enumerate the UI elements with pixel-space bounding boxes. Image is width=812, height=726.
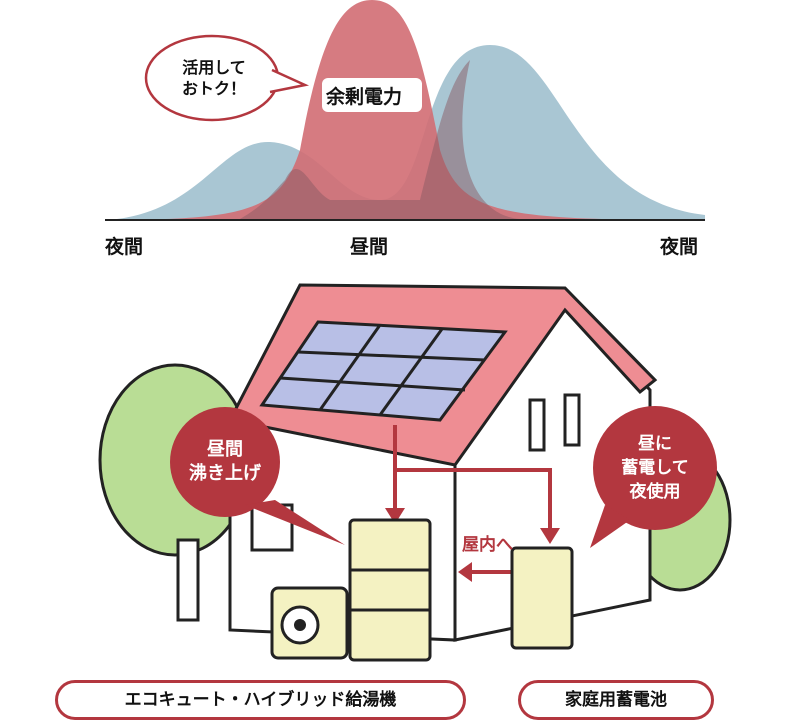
overlap-area (240, 60, 520, 219)
bubble-left-text: 昼間 沸き上げ (189, 439, 261, 484)
water-heater-label: エコキュート・ハイブリッド給湯機 (55, 680, 466, 720)
x-label-night-right: 夜間 (660, 236, 699, 258)
battery-label: 家庭用蓄電池 (518, 680, 714, 720)
x-label-night-left: 夜間 (105, 236, 144, 258)
home-battery (510, 546, 574, 650)
speech-text: 活用して おトク！ (181, 58, 246, 98)
water-tank (348, 518, 432, 662)
surplus-label-box (322, 78, 422, 112)
x-label-day: 昼間 (350, 236, 389, 258)
surplus-label: 余剰電力 (326, 86, 403, 108)
bubble-right-text: 昼に 蓄電して 夜使用 (621, 434, 689, 502)
bubble-left (170, 407, 280, 517)
bubble-right (593, 406, 717, 530)
power-flow-arrows (393, 425, 552, 574)
usage-curve (105, 45, 705, 220)
indoor-label: 屋内へ (462, 535, 513, 555)
